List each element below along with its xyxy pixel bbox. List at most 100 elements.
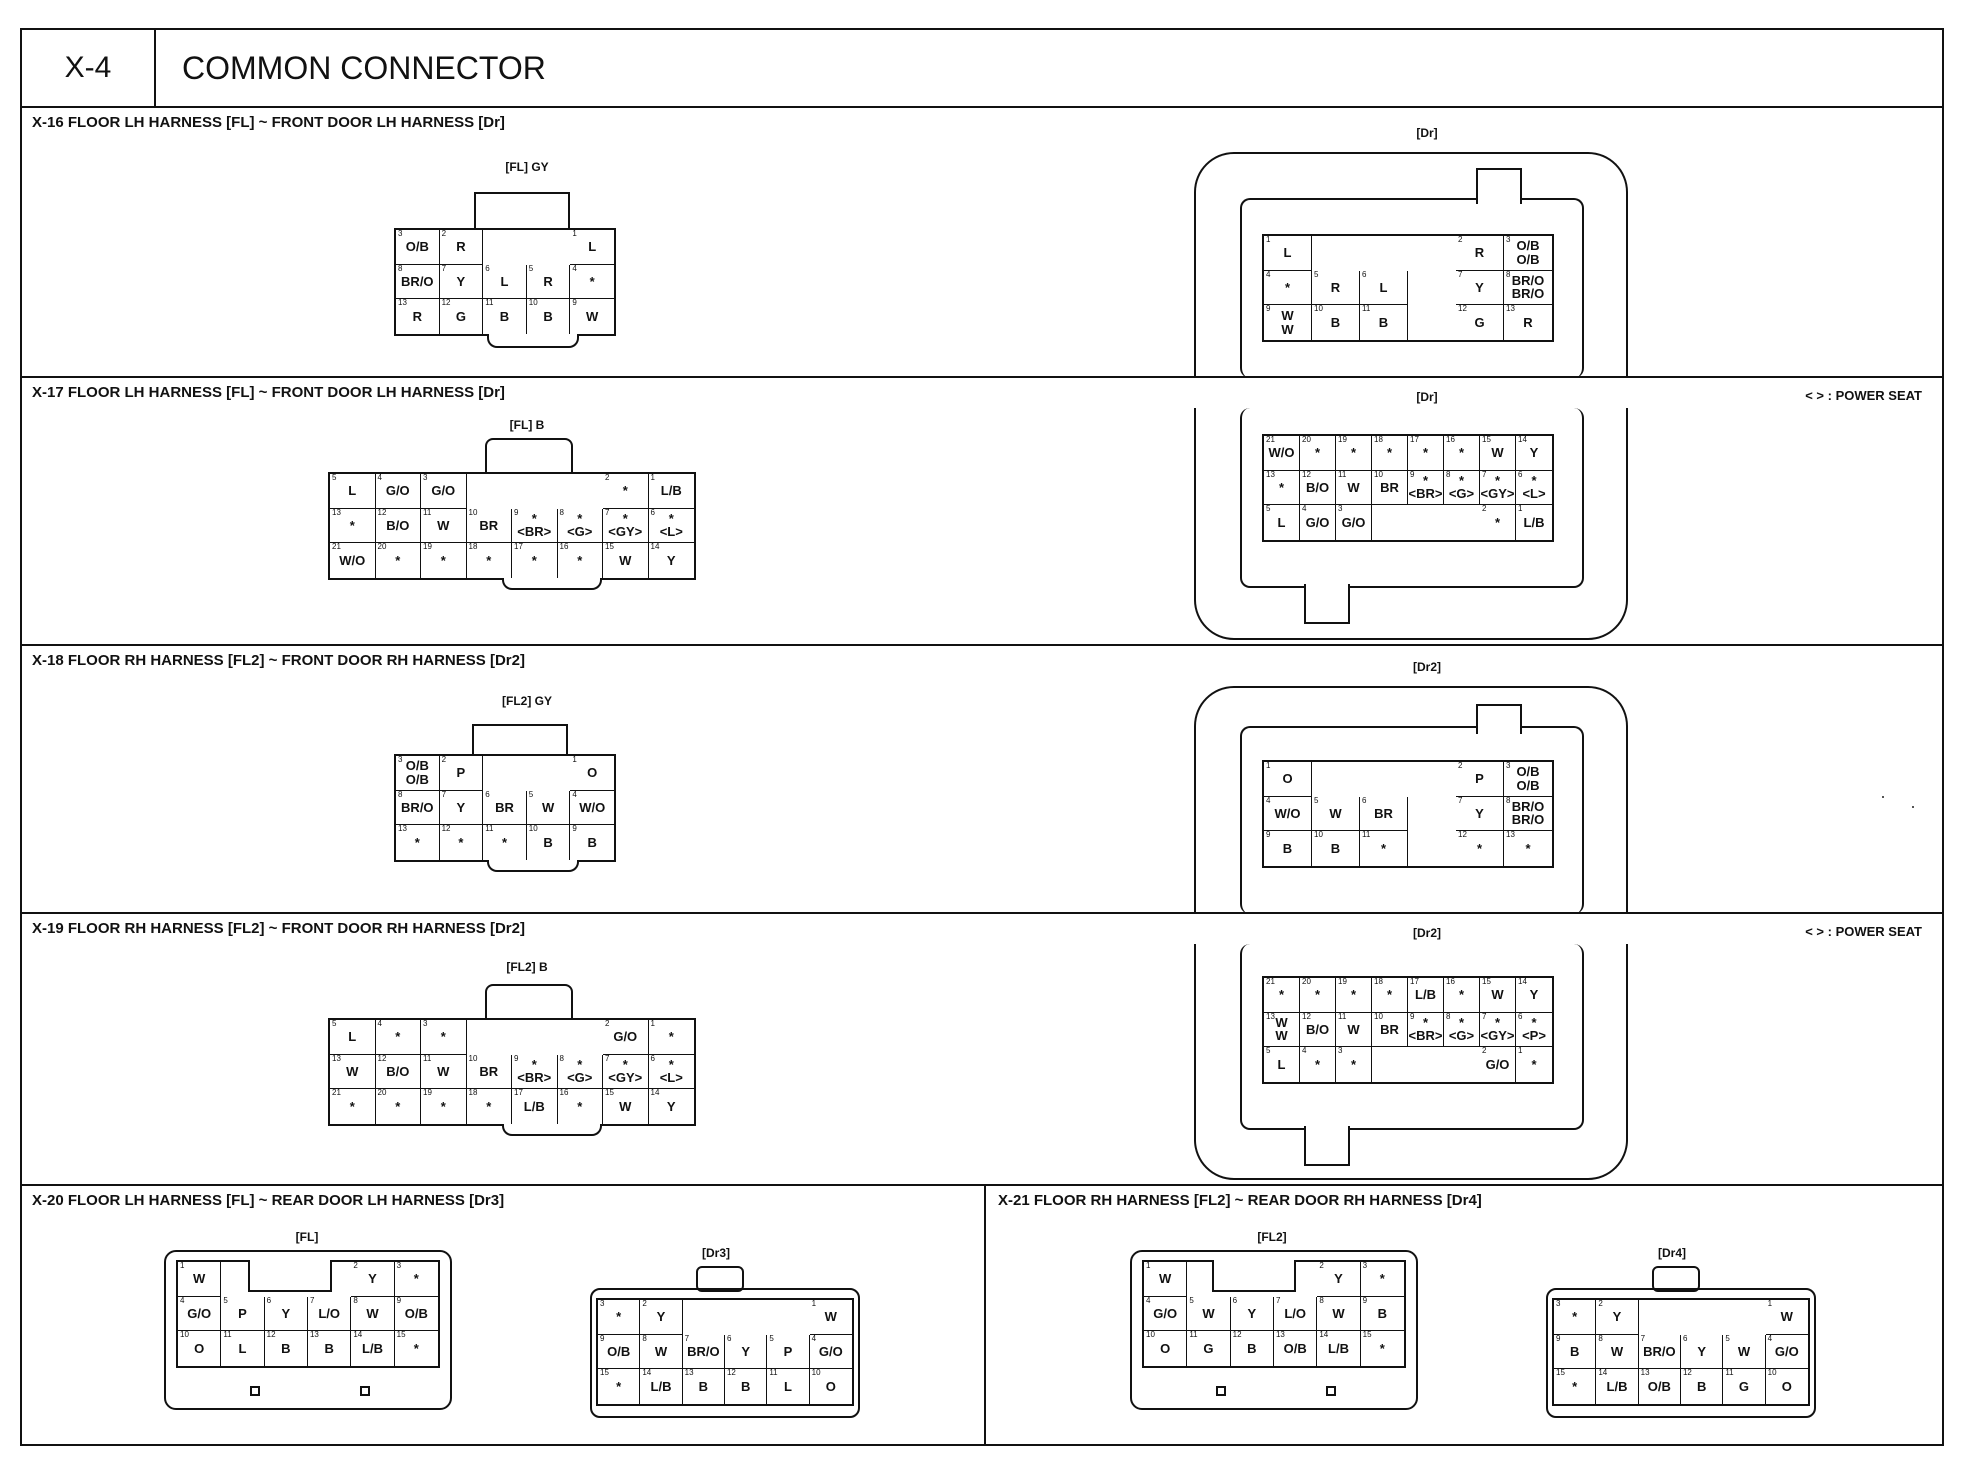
empty-pin-cavity	[1444, 505, 1480, 540]
pin-number: 12	[266, 1330, 276, 1340]
wire-color: L	[1379, 279, 1388, 295]
female-connector-label: [Dr]	[1416, 390, 1438, 404]
wire-color: G	[1738, 1378, 1750, 1394]
pin-number: 10	[1314, 304, 1323, 314]
speck	[1912, 806, 1914, 808]
empty-pin-cavity	[1408, 831, 1456, 866]
pin-number: 17	[514, 542, 523, 552]
pin-cell: 20*	[376, 542, 421, 578]
pin-number: 3	[423, 1019, 428, 1028]
empty-pin-cavity	[767, 1300, 810, 1335]
male-connector-label: [FL]	[295, 1230, 319, 1244]
pin-number: 5	[223, 1295, 228, 1305]
pin-number: 15	[605, 1088, 614, 1098]
pin-number: 7	[1482, 469, 1487, 479]
pin-number: 10	[1146, 1330, 1155, 1340]
wire-color: B	[1282, 840, 1293, 856]
pin-number: 10	[528, 824, 538, 834]
male-connector-label: [FL] B	[509, 418, 545, 432]
pin-number: 4	[572, 789, 577, 799]
pin-number: 9	[1556, 1333, 1561, 1343]
pin-cell: 11*	[483, 824, 527, 860]
pin-number: 10	[811, 1368, 821, 1378]
pin-number: 7	[441, 263, 447, 273]
wire-color: O	[587, 765, 598, 780]
wire-color: W	[1347, 479, 1360, 495]
wire-color: * <G>	[567, 510, 593, 540]
connector-latch	[1212, 1260, 1296, 1292]
wire-color: *	[413, 1271, 419, 1286]
pin-number: 11	[1725, 1368, 1734, 1378]
pin-cell: 4*	[1264, 270, 1312, 306]
pin-number: 6	[1362, 795, 1367, 805]
mount-hole	[250, 1386, 260, 1396]
pin-number: 6	[650, 1053, 655, 1063]
wire-color: W	[1780, 1309, 1793, 1324]
wire-color: O	[825, 1378, 836, 1394]
section-x19: X-19 FLOOR RH HARNESS [FL2] ~ FRONT DOOR…	[22, 914, 1942, 1186]
wire-color: *	[622, 483, 628, 498]
pin-number: 15	[396, 1330, 406, 1340]
wire-color: L/B	[1415, 987, 1436, 1002]
pin-number: 12	[441, 824, 451, 834]
wire-color: Y	[1475, 279, 1484, 295]
wire-color: *	[1284, 279, 1291, 295]
pin-cell: 9* <BR>	[512, 1054, 558, 1090]
section-title: X-18 FLOOR RH HARNESS [FL2] ~ FRONT DOOR…	[32, 652, 525, 669]
wire-color: W	[1202, 1305, 1215, 1321]
pin-number: 14	[650, 542, 660, 552]
wire-color: O	[1160, 1340, 1171, 1356]
pin-number: 18	[468, 542, 478, 552]
pin-number: 3	[1338, 504, 1343, 514]
pin-number: 13	[1275, 1330, 1285, 1340]
wire-color: *	[589, 273, 595, 289]
wire-color: W/O	[1274, 805, 1301, 821]
pin-number: 17	[514, 1088, 523, 1098]
wire-color: L/B	[362, 1340, 383, 1356]
pin-number: 1	[572, 755, 577, 764]
pin-number: 12	[1458, 304, 1467, 314]
pin-number: 1	[1146, 1261, 1151, 1270]
wire-color: *	[1350, 1056, 1357, 1072]
wire-color: W	[541, 799, 555, 815]
wire-color: R	[543, 273, 553, 289]
pin-cell: 7* <GY>	[1480, 1012, 1516, 1048]
empty-pin-cavity	[466, 1020, 512, 1055]
pin-number: 3	[398, 229, 403, 238]
wire-color: * <BR>	[517, 510, 552, 540]
wire-color: L/B	[1523, 514, 1545, 530]
section-x18: X-18 FLOOR RH HARNESS [FL2] ~ FRONT DOOR…	[22, 646, 1942, 914]
wire-color: G/O	[1153, 1305, 1178, 1321]
wire-color: W	[586, 308, 599, 324]
wire-color: *	[1572, 1309, 1578, 1324]
wire-color: B	[1330, 314, 1341, 330]
pin-cell: 12*	[1456, 830, 1504, 866]
pin-cell: 19*	[1336, 977, 1372, 1013]
wire-color: G/O	[818, 1343, 843, 1359]
wire-color: W	[619, 552, 632, 568]
wire-color: L	[348, 1029, 357, 1044]
pin-cell: 8* <G>	[557, 508, 603, 544]
wire-color: Y	[281, 1305, 291, 1321]
